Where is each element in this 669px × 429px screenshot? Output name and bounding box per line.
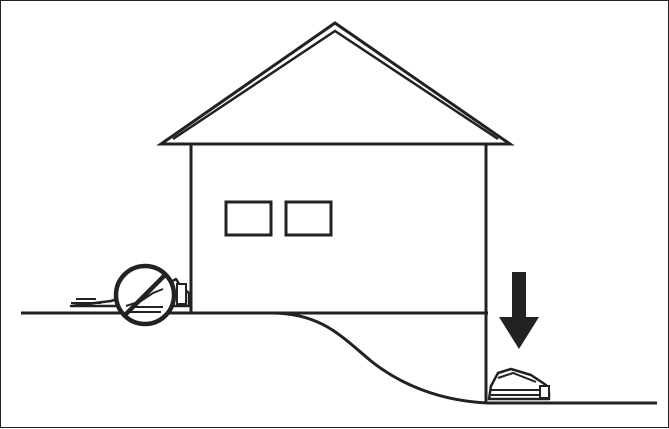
window-left (224, 200, 273, 237)
slope-curve (270, 311, 489, 405)
house-roof-outer (156, 21, 515, 146)
house-roof-inner (172, 29, 499, 141)
down-arrow-icon (499, 272, 539, 349)
window-right (284, 200, 333, 237)
mower-right (487, 367, 551, 401)
prohibition-icon (113, 263, 177, 327)
